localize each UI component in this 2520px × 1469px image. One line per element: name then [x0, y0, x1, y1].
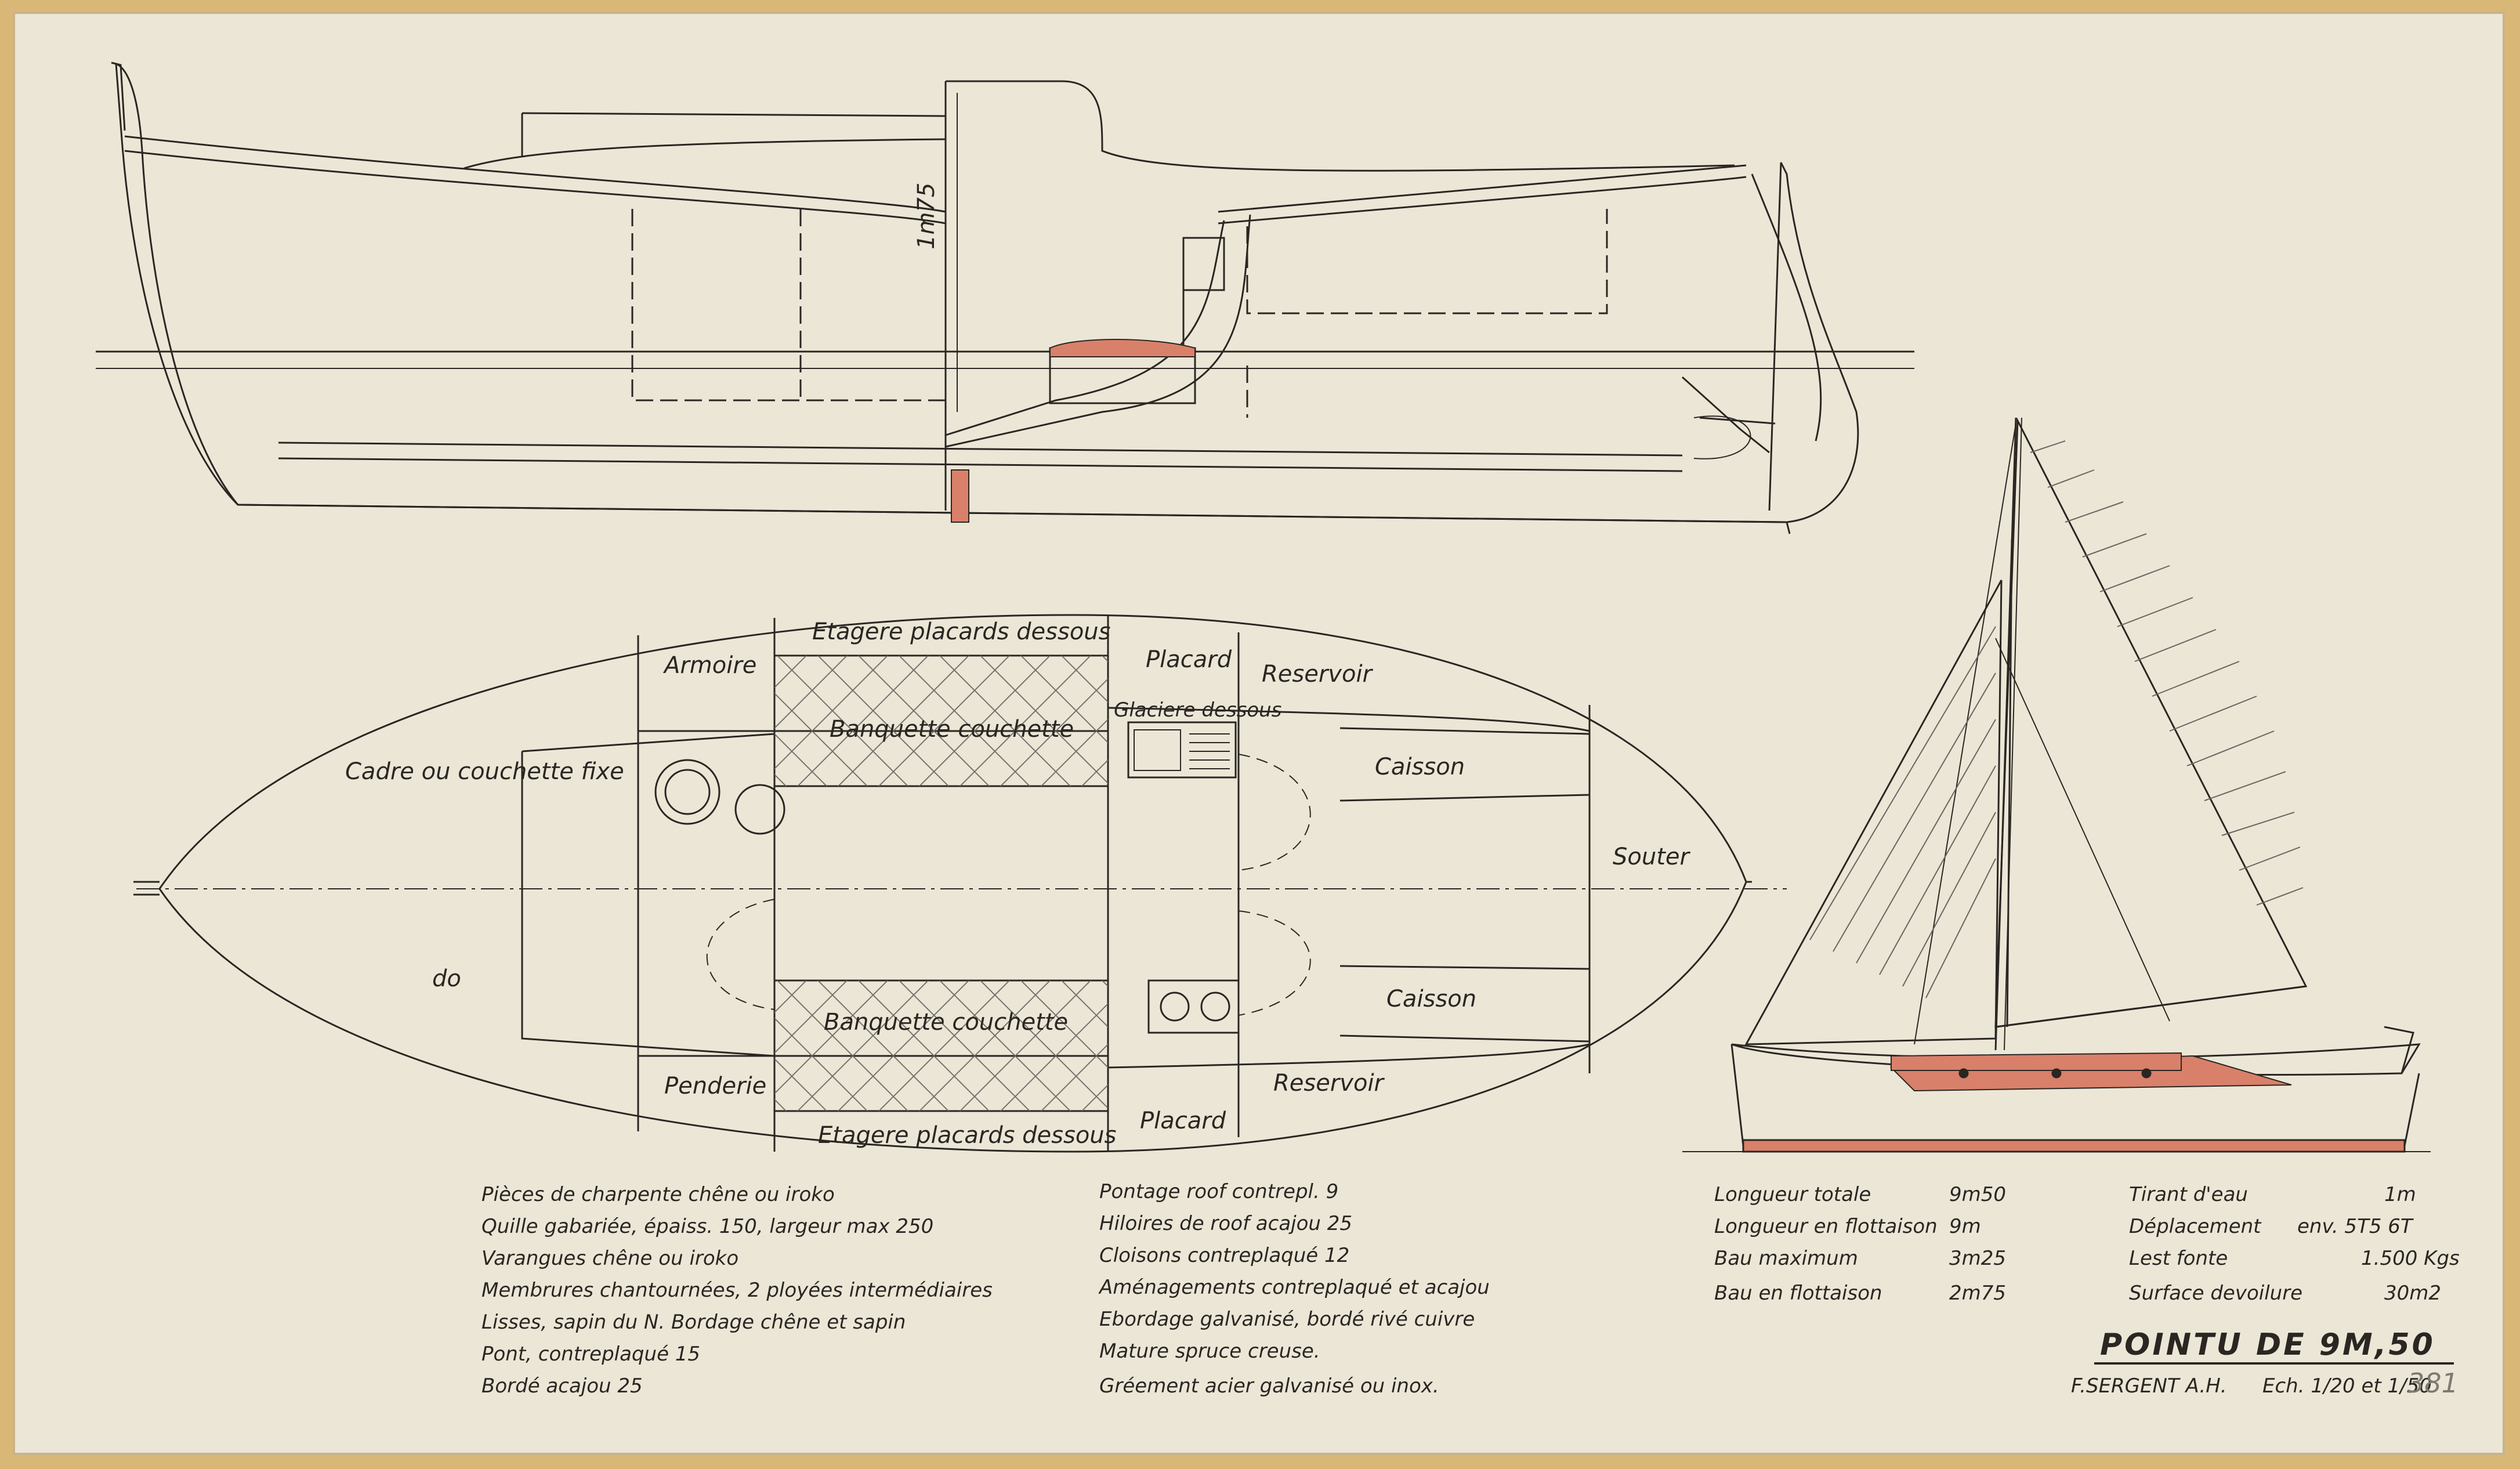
spec-value-4: 1m — [2384, 1183, 2416, 1206]
paper-inner-edge — [13, 12, 2505, 1455]
spec-value-1: 9m — [1949, 1215, 1981, 1238]
label-reservoir-top: Reservoir — [1262, 661, 1374, 688]
note-col2-1: Hiloires de roof acajou 25 — [1099, 1212, 1352, 1235]
paper — [14, 13, 2504, 1454]
note-col2-3: Aménagements contreplaqué et acajou — [1098, 1276, 1490, 1299]
spec-value-7: 30m2 — [2384, 1282, 2441, 1305]
title-name: POINTU DE 9M,50 — [2100, 1327, 2435, 1362]
banquette-bottom-hatch — [774, 980, 1108, 1111]
construction-notes: Pièces de charpente chêne ou iroko Quill… — [481, 1180, 1490, 1398]
berth-cushion — [1049, 339, 1196, 357]
banquette-top-hatch — [774, 656, 1108, 786]
label-armoire: Armoire — [662, 652, 756, 679]
note-col2-2: Cloisons contreplaqué 12 — [1099, 1244, 1349, 1267]
plan-view — [133, 614, 1787, 1153]
note-col2-6: Gréement acier galvanisé ou inox. — [1099, 1374, 1439, 1398]
title-block: POINTU DE 9M,50 F.SERGENT A.H. Ech. 1/20… — [2071, 1327, 2459, 1399]
label-etagere-bottom: Etagere placards dessous — [818, 1122, 1117, 1149]
label-reservoir-bottom: Reservoir — [1273, 1070, 1385, 1097]
spec-value-3: 2m75 — [1949, 1282, 2006, 1305]
label-banquette-bottom: Banquette couchette — [824, 1009, 1068, 1036]
note-col1-2: Varangues chêne ou iroko — [481, 1247, 738, 1270]
label-glaciere: Glaciere dessous — [1114, 699, 1281, 722]
spec-label-1: Longueur en flottaison — [1714, 1215, 1938, 1238]
note-col1-3: Membrures chantournées, 2 ployées interm… — [481, 1279, 993, 1302]
label-cadre: Cadre ou couchette fixe — [345, 758, 624, 785]
spec-label-3: Bau en flottaison — [1714, 1282, 1882, 1305]
label-etagere-top: Etagere placards dessous — [812, 618, 1111, 645]
sail-plan — [1744, 417, 2308, 1051]
hull-profile-view — [96, 61, 1914, 534]
spec-label-0: Longueur totale — [1714, 1183, 1871, 1206]
spec-label-5: Déplacement — [2129, 1215, 2262, 1238]
note-col1-0: Pièces de charpente chêne ou iroko — [481, 1183, 835, 1206]
note-col2-0: Pontage roof contrepl. 9 — [1099, 1180, 1338, 1203]
label-placard-bottom: Placard — [1140, 1108, 1226, 1134]
spec-value-0: 9m50 — [1949, 1183, 2006, 1206]
spec-label-7: Surface devoilure — [2129, 1282, 2302, 1305]
note-col1-5: Pont, contreplaqué 15 — [481, 1343, 700, 1366]
label-caisson-bottom: Caisson — [1386, 986, 1476, 1012]
title-number: 381 — [2407, 1367, 2459, 1399]
specifications: Longueur totale 9m50 Longueur en flottai… — [1714, 1183, 2460, 1305]
label-penderie: Penderie — [664, 1073, 766, 1099]
note-col2-4: Ebordage galvanisé, bordé rivé cuivre — [1099, 1308, 1475, 1331]
sail-plan-hull — [1682, 1026, 2431, 1153]
spec-value-6: 1.500 Kgs — [2361, 1247, 2460, 1270]
note-col1-4: Lisses, sapin du N. Bordage chêne et sap… — [481, 1311, 906, 1334]
spec-value-5: env. 5T5 6T — [2297, 1215, 2414, 1238]
label-banquette-top: Banquette couchette — [830, 716, 1074, 743]
label-placard-top: Placard — [1146, 646, 1232, 673]
label-caisson-top: Caisson — [1375, 754, 1465, 780]
keel-ballast — [951, 469, 969, 523]
spec-label-2: Bau maximum — [1714, 1247, 1858, 1270]
note-col1-1: Quille gabariée, épaiss. 150, largeur ma… — [481, 1215, 933, 1238]
label-souter: Souter — [1613, 844, 1691, 870]
title-scale: Ech. 1/20 et 1/50 — [2262, 1374, 2432, 1398]
spec-label-6: Lest fonte — [2129, 1247, 2228, 1270]
note-col1-6: Bordé acajou 25 — [481, 1374, 643, 1398]
sail-hatching — [1809, 440, 2304, 998]
note-col2-5: Mature spruce creuse. — [1099, 1340, 1320, 1363]
height-label: 1m75 — [913, 183, 940, 249]
title-author: F.SERGENT A.H. — [2071, 1374, 2227, 1398]
spec-label-4: Tirant d'eau — [2129, 1183, 2248, 1206]
spec-value-2: 3m25 — [1949, 1247, 2006, 1270]
label-do: do — [432, 965, 461, 992]
